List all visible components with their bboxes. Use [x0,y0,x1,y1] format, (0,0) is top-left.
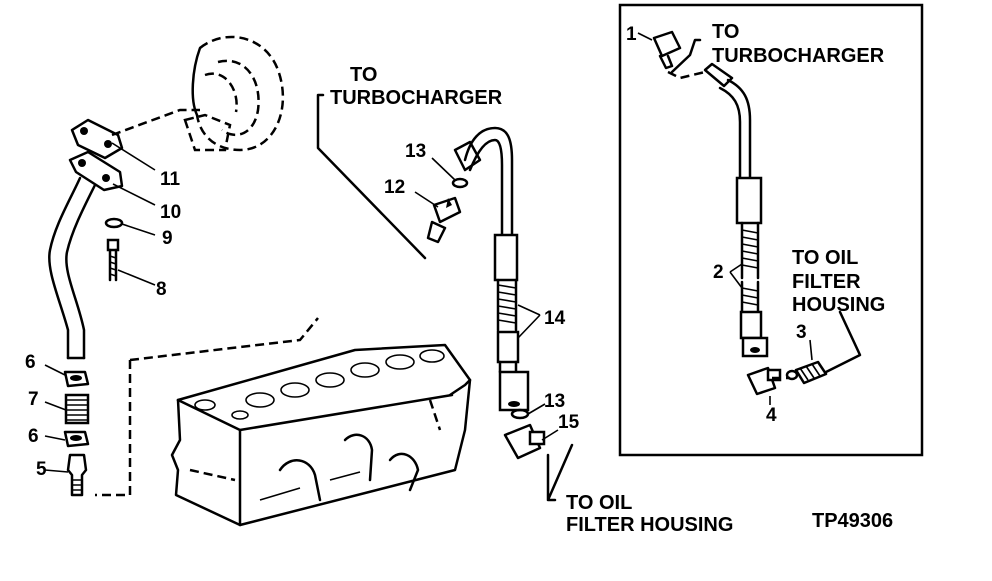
leader-7 [44,401,67,411]
washer-9-drawing [104,217,124,229]
leader-13b [527,403,546,415]
inset-leader-2 [729,263,743,289]
callout-5: 5 [36,459,47,480]
oil-return-tube-drawing [48,176,97,360]
oil-supply-pipe-drawing [453,126,530,412]
callout-9: 9 [162,228,173,249]
callout-6-top: 6 [25,352,36,373]
o-ring-13-top-drawing [451,177,469,189]
leader-5 [44,469,69,473]
callout-6-bottom: 6 [28,426,39,447]
fitting-5-drawing [66,453,88,497]
leader-12 [414,191,439,208]
label-to-turbo-line2: TURBOCHARGER [330,87,503,109]
leader-13a [431,157,456,181]
callout-10: 10 [160,202,181,223]
leader-11 [111,142,156,171]
elbow-15-drawing [503,423,546,460]
callout-8: 8 [156,279,167,300]
leader-dash-gasket [111,108,200,137]
callout-15: 15 [558,412,580,433]
inset-leader-3 [809,339,813,361]
inset-callout-4: 4 [766,405,777,426]
inset-leader-turbo [670,38,702,74]
label-to-turbo-line1: TO [350,64,377,86]
leader-to-turbo-main [316,93,427,260]
callout-7: 7 [28,389,39,410]
inset-label-to-turbo-line1: TO [712,21,739,43]
inset-oil-line-2-drawing [703,62,769,358]
gasket-11-drawing [70,118,124,160]
engine-block-drawing [170,343,472,527]
figure-id: TP49306 [812,510,893,532]
inset-callout-1: 1 [626,24,637,45]
inset-elbow-4-drawing [746,366,782,396]
callout-13-top: 13 [405,141,426,162]
leader-10 [112,183,156,206]
callout-14: 14 [544,308,566,329]
inset-label-to-oil-line1: TO OIL [792,247,858,269]
inset-frame [618,3,924,457]
hose-7-drawing [64,393,90,425]
inset-label-to-turbo-line2: TURBOCHARGER [712,45,885,67]
nut-6-top-drawing [63,370,90,388]
inset-adapter-3-drawing [785,360,828,385]
leader-15 [541,429,559,441]
inset-callout-2: 2 [713,262,724,283]
label-to-oil-line1: TO OIL [566,492,632,514]
leader-8 [117,269,156,286]
inset-turbo-fitting-1-drawing [652,30,682,70]
callout-11: 11 [160,169,181,190]
inset-leader-oil-filter [824,310,862,374]
leader-dash-block-left [95,317,319,497]
leader-14 [517,304,541,339]
inset-label-to-oil-line2: FILTER [792,271,861,293]
leader-to-oil-filter-main [546,443,574,502]
bolt-8-drawing [106,238,120,282]
fitting-12-drawing [426,196,462,244]
inset-leader-1 [637,32,653,41]
turbocharger-housing-drawing [183,35,285,152]
leader-9 [121,223,156,236]
callout-13-bottom: 13 [544,391,565,412]
gasket-10-drawing [68,150,124,192]
callout-12: 12 [384,177,405,198]
leader-6a [44,364,66,376]
leader-6b [44,435,66,441]
inset-callout-3: 3 [796,322,807,343]
nut-6-bottom-drawing [63,430,90,448]
inset-label-to-oil-line3: HOUSING [792,294,885,316]
label-to-oil-line2: FILTER HOUSING [566,514,733,536]
inset-dash-turbo [667,70,706,80]
o-ring-13-bottom-drawing [510,408,530,420]
